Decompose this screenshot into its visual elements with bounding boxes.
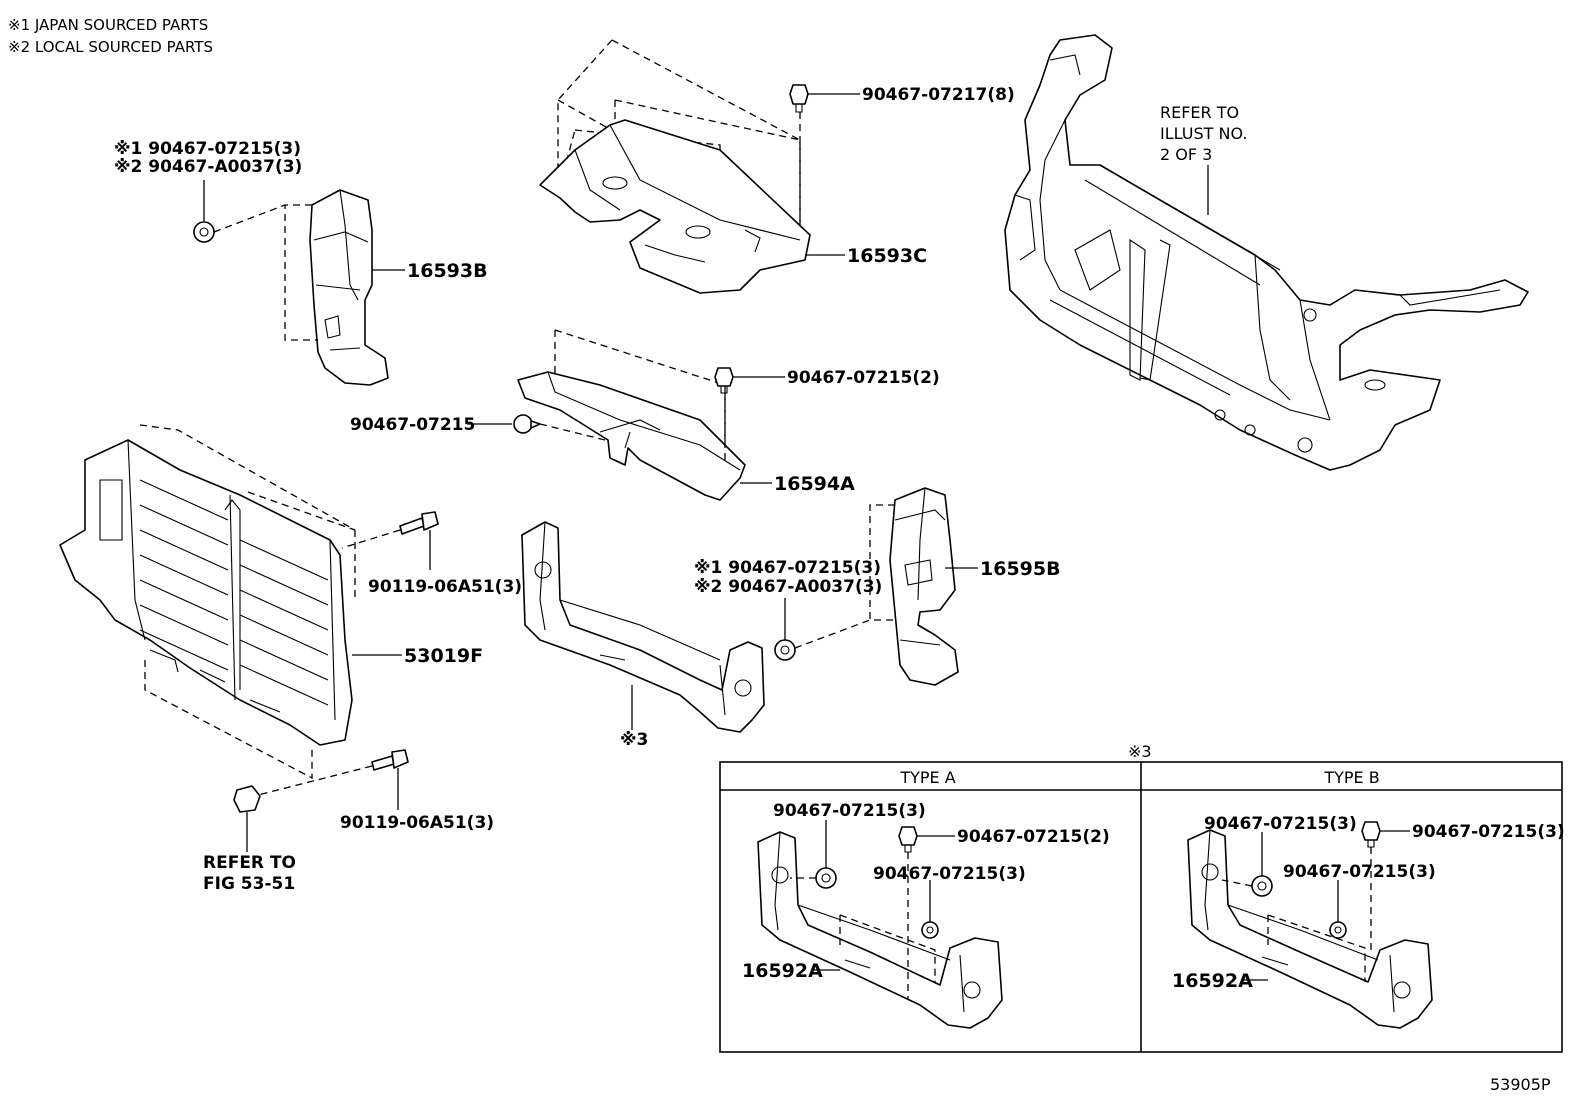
label-type-b-clip-1: 90467-07215(3) — [1204, 814, 1357, 834]
type-a-support-drawing — [757, 831, 1003, 1029]
part-53019f-drawing — [59, 439, 353, 746]
label-type-a-clip-2: 90467-07215(2) — [957, 827, 1110, 847]
type-a-clip-top — [898, 826, 918, 853]
refer-fig-line2: FIG 53-51 — [203, 874, 295, 894]
bolt-53019f-bottom-dash — [257, 765, 373, 796]
inset-type-a-title: TYPE A — [899, 768, 955, 787]
label-16594a-clip-top: 90467-07215(2) — [787, 368, 940, 388]
type-b-clip-left — [1251, 875, 1273, 897]
label-53019f: 53019F — [404, 645, 483, 667]
bolt-53019f-top — [399, 511, 439, 535]
refer-illust-line3: 2 OF 3 — [1160, 145, 1212, 164]
part-53019f-dash-bottom — [144, 660, 313, 780]
part-16593c-drawing — [539, 119, 811, 294]
label-53019f-bolt-top: 90119-06A51(3) — [368, 577, 522, 597]
clip-16593b-dash — [213, 204, 286, 233]
label-16595b-clip-local: ※2 90467-A0037(3) — [694, 577, 882, 597]
label-16593b-clip-local: ※2 90467-A0037(3) — [114, 157, 302, 177]
label-type-a-clip-3: 90467-07215(3) — [873, 864, 1026, 884]
type-b-support-drawing — [1187, 829, 1433, 1029]
clip-16595b — [774, 639, 796, 661]
part-53019f-dash — [139, 424, 356, 600]
label-16595b-clip-japan: ※1 90467-07215(3) — [694, 558, 881, 578]
type-a-clip-mid — [921, 921, 939, 939]
clip-16594a-top — [714, 367, 734, 394]
inset-mark: ※3 — [1128, 742, 1152, 761]
label-16593b-clip-japan: ※1 90467-07215(3) — [114, 139, 301, 159]
part-16594a-drawing — [517, 371, 746, 501]
refer-illust-line1: REFER TO — [1160, 103, 1239, 122]
nut-refer-fig — [233, 785, 261, 813]
type-b-clip-top — [1361, 821, 1381, 848]
refer-fig-line1: REFER TO — [203, 853, 296, 873]
note-local-sourced: ※2 LOCAL SOURCED PARTS — [8, 38, 213, 56]
clip-16593c — [789, 84, 809, 113]
label-lower-support-mark: ※3 — [620, 730, 648, 750]
label-16593c-clip: 90467-07217(8) — [862, 85, 1015, 105]
part-16593c-dash — [557, 39, 801, 225]
refer-illust-line2: ILLUST NO. — [1160, 124, 1247, 143]
type-a-clip-left — [815, 867, 837, 889]
part-16593b-dash — [284, 204, 318, 341]
bolt-53019f-bottom — [371, 749, 409, 771]
label-16593c: 16593C — [847, 245, 927, 267]
radiator-support-drawing — [1004, 34, 1529, 471]
part-16594a-dash — [554, 329, 726, 470]
part-lower-support-drawing — [521, 521, 765, 733]
part-16593b-drawing — [309, 189, 389, 386]
type-b-clip-mid — [1329, 921, 1347, 939]
type-a-dash-box — [839, 914, 936, 982]
type-b-clip-left-dash — [1221, 879, 1253, 887]
label-53019f-bolt-bottom: 90119-06A51(3) — [340, 813, 494, 833]
clip-16595b-dash — [794, 619, 871, 649]
label-type-b-clip-3: 90467-07215(3) — [1283, 862, 1436, 882]
label-16594a-clip-left: 90467-07215 — [350, 415, 475, 435]
inset-type-b-title: TYPE B — [1323, 768, 1379, 787]
label-type-b-part: 16592A — [1172, 970, 1253, 992]
part-16595b-drawing — [889, 487, 959, 686]
clip-16594a-left — [513, 414, 541, 434]
label-type-a-part: 16592A — [742, 960, 823, 982]
note-japan-sourced: ※1 JAPAN SOURCED PARTS — [8, 16, 208, 34]
bolt-53019f-top-dash — [341, 529, 401, 549]
clip-16593b — [193, 221, 215, 243]
label-type-a-clip-1: 90467-07215(3) — [773, 801, 926, 821]
label-type-b-clip-2: 90467-07215(3) — [1412, 822, 1565, 842]
diagram-code: 53905P — [1490, 1075, 1551, 1094]
label-16595b: 16595B — [980, 558, 1061, 580]
part-16595b-dash — [869, 504, 895, 621]
type-b-dash-box — [1267, 914, 1366, 982]
label-16593b: 16593B — [407, 260, 488, 282]
label-16594a: 16594A — [774, 473, 855, 495]
